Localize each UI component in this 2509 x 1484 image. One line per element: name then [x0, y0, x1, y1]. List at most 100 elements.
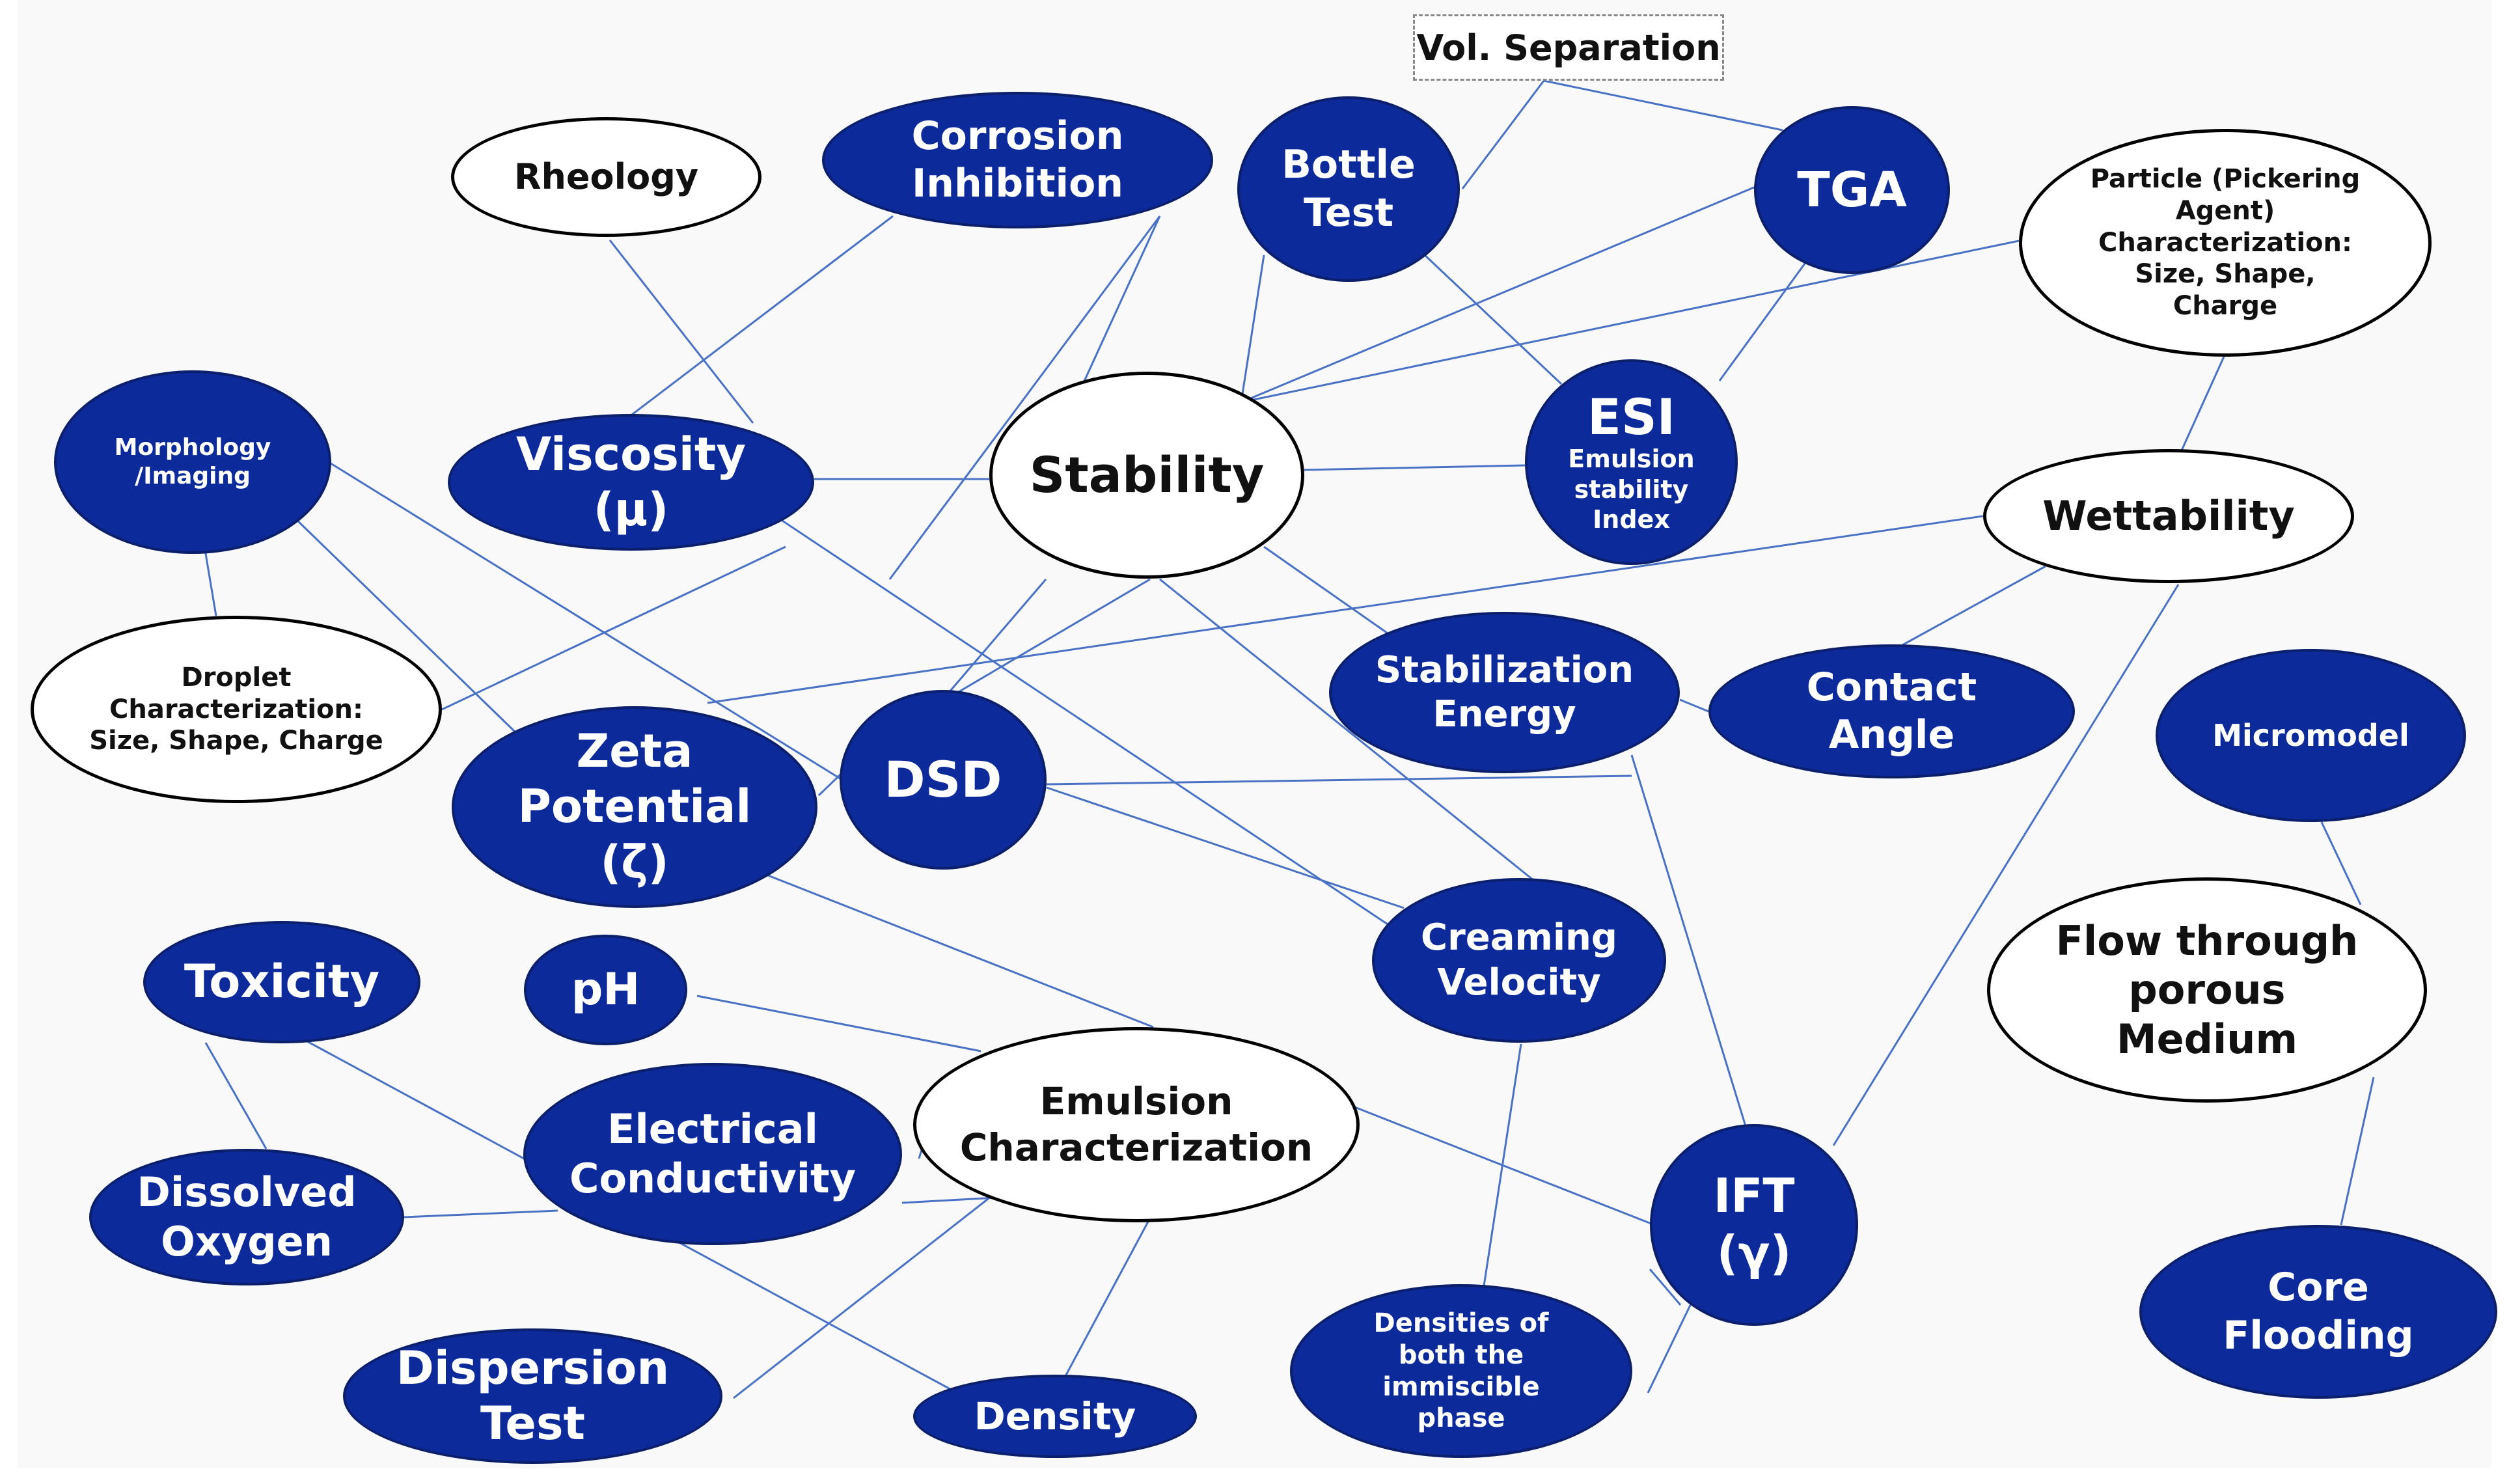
contact-angle-label: Contact Angle [1806, 664, 1977, 758]
micromodel-label: Micromodel [2212, 717, 2409, 753]
connector-line [1241, 240, 2020, 404]
connector-line [901, 1196, 998, 1204]
connector-line [1240, 254, 1265, 403]
rheology-node: Rheology [451, 117, 761, 237]
ift-node: IFT (γ) [1650, 1124, 1858, 1326]
connector-line [1630, 754, 1747, 1127]
connector-line [1649, 1269, 1682, 1306]
connector-line [1046, 775, 1632, 786]
esi-subtitle: Emulsion stability Index [1568, 445, 1695, 534]
viscosity-label: Viscosity (μ) [516, 427, 746, 536]
connector-line [1063, 1221, 1149, 1379]
connector-line [1679, 698, 1709, 713]
connector-line [328, 461, 845, 782]
emulsion-characterization-node: Emulsion Characterization [913, 1027, 1360, 1222]
connector-line [888, 215, 1161, 580]
corrosion-inhibition-node: Corrosion Inhibition [822, 92, 1213, 228]
bottle-test-node: Bottle Test [1237, 96, 1460, 282]
emulsion-characterization-label: Emulsion Characterization [959, 1079, 1313, 1170]
connector-line [629, 215, 894, 418]
connector-line [1482, 1043, 1522, 1291]
creaming-velocity-label: Creaming Velocity [1421, 916, 1617, 1004]
zeta-potential-label: Zeta Potential (ζ) [517, 724, 752, 889]
stabilization-energy-label: Stabilization Energy [1375, 648, 1634, 735]
contact-angle-node: Contact Angle [1708, 644, 2075, 778]
creaming-velocity-node: Creaming Velocity [1372, 878, 1666, 1043]
morphology-imaging-node: Morphology /Imaging [54, 370, 331, 554]
densities-immiscible-node: Densities of both the immiscible phase [1290, 1284, 1632, 1458]
connector-line [404, 1209, 558, 1218]
toxicity-label: Toxicity [184, 955, 380, 1009]
flow-porous-medium-node: Flow through porous Medium [1987, 877, 2427, 1103]
ph-node: pH [524, 935, 687, 1045]
connector-line [1902, 565, 2046, 646]
connector-line [1422, 253, 1563, 385]
stability-label: Stability [1029, 445, 1265, 504]
flow-porous-medium-label: Flow through porous Medium [2055, 916, 2359, 1063]
dsd-node: DSD [840, 690, 1047, 870]
ift-label: IFT (γ) [1713, 1168, 1795, 1280]
particle-characterization-node: Particle (Pickering Agent) Characterizat… [2019, 129, 2432, 357]
connector-line [609, 240, 754, 424]
micromodel-node: Micromodel [2156, 649, 2466, 822]
toxicity-node: Toxicity [143, 921, 420, 1043]
dissolved-oxygen-label: Dissolved Oxygen [137, 1168, 357, 1265]
connector-line [1352, 1105, 1652, 1225]
connector-line [1832, 584, 2180, 1146]
corrosion-inhibition-label: Corrosion Inhibition [911, 113, 1124, 206]
connector-line [928, 578, 1151, 711]
viscosity-node: Viscosity (μ) [448, 414, 814, 551]
dispersion-test-node: Dispersion Test [343, 1328, 722, 1464]
connector-line [696, 995, 981, 1052]
connector-line [764, 873, 1154, 1028]
dispersion-test-label: Dispersion Test [396, 1341, 670, 1450]
connector-line [1543, 79, 1783, 131]
edges-layer [204, 79, 2375, 1399]
stabilization-energy-node: Stabilization Energy [1329, 612, 1680, 773]
connector-line [1718, 241, 1822, 381]
dsd-label: DSD [884, 750, 1002, 808]
rheology-label: Rheology [514, 156, 699, 198]
connector-line [1461, 80, 1545, 189]
dissolved-oxygen-node: Dissolved Oxygen [89, 1149, 404, 1285]
connector-line [2340, 1077, 2375, 1226]
diagram-canvas: Vol. Separation Rheology Corrosion Inhib… [18, 0, 2497, 1468]
vol-separation-box: Vol. Separation [1413, 14, 1724, 81]
electrical-conductivity-node: Electrical Conductivity [523, 1063, 902, 1245]
core-flooding-label: Core Flooding [2223, 1265, 2414, 1358]
densities-immiscible-label: Densities of both the immiscible phase [1373, 1308, 1549, 1434]
connector-line [441, 545, 786, 711]
esi-node: ESI Emulsion stability Index [1525, 359, 1738, 565]
connector-line [2320, 821, 2362, 905]
ph-label: pH [571, 963, 640, 1015]
connector-line [1304, 464, 1526, 471]
droplet-characterization-label: Droplet Characterization: Size, Shape, C… [89, 662, 383, 756]
electrical-conductivity-label: Electrical Conductivity [569, 1105, 857, 1202]
connector-line [772, 513, 1437, 958]
connector-line [204, 1042, 267, 1149]
connector-line [293, 516, 517, 734]
density-node: Density [913, 1375, 1197, 1458]
core-flooding-node: Core Flooding [2139, 1225, 2497, 1399]
connector-line [1046, 786, 1405, 909]
wettability-label: Wettability [2042, 492, 2295, 540]
zeta-potential-node: Zeta Potential (ζ) [452, 706, 817, 908]
connector-line [2180, 356, 2225, 451]
density-label: Density [974, 1394, 1136, 1438]
tga-node: TGA [1754, 106, 1950, 274]
connector-line [1241, 182, 1764, 404]
tga-label: TGA [1797, 161, 1907, 218]
droplet-characterization-node: Droplet Characterization: Size, Shape, C… [31, 616, 442, 803]
morphology-imaging-label: Morphology /Imaging [114, 434, 271, 489]
esi-title: ESI [1587, 387, 1675, 446]
connector-line [204, 549, 217, 616]
connector-line [1647, 1298, 1695, 1394]
connector-line [707, 513, 1997, 704]
bottle-test-label: Bottle Test [1282, 142, 1416, 236]
stability-node: Stability [989, 372, 1304, 579]
connector-line [1159, 578, 1544, 890]
wettability-node: Wettability [1983, 449, 2354, 583]
particle-characterization-label: Particle (Pickering Agent) Characterizat… [2090, 164, 2361, 322]
connector-line [1263, 545, 1390, 636]
connector-line [733, 1193, 994, 1399]
